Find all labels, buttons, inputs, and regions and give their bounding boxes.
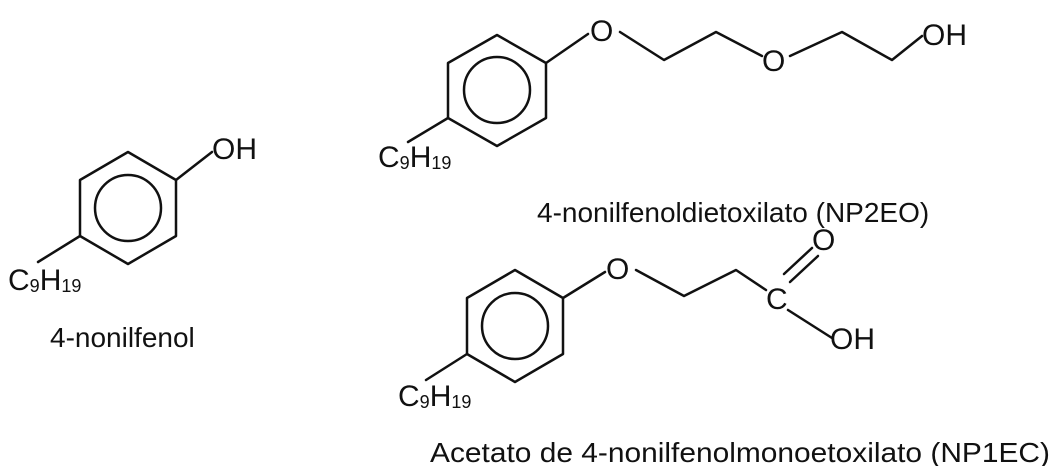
molecule-name: 4-nonilfenol (50, 322, 195, 353)
carbonyl-double-bond-b (782, 246, 814, 276)
molecule-np2eo: O O OH C9H19 4-nonilfenoldietoxilato (NP… (378, 15, 967, 228)
molecule-name: Acetato de 4-nonilfenolmonoetoxilato (NP… (430, 437, 1050, 466)
bond-ring-alkyl (406, 116, 450, 144)
ethoxy-chain-1 (618, 30, 764, 62)
alkyl-label: C9H19 (8, 264, 81, 297)
carboxyl-hydroxyl: OH (830, 323, 875, 356)
acetate-chain (634, 268, 768, 298)
ether-oxygen: O (606, 253, 629, 286)
ether-oxygen-2: O (762, 45, 785, 78)
aromatic-circle (480, 291, 550, 361)
carbonyl-double-bond-a (788, 254, 820, 284)
molecule-nonylphenol: OH C9H19 4-nonilfenol (8, 133, 257, 353)
ethoxy-chain-2 (788, 30, 924, 62)
alkyl-label: C9H19 (378, 141, 451, 174)
bond-c-oh (786, 308, 834, 340)
terminal-hydroxyl: OH (922, 19, 967, 52)
aromatic-circle (93, 173, 163, 243)
bond-ring-o (561, 270, 607, 300)
bond-ring-o1 (544, 32, 590, 65)
carbonyl-carbon: C (766, 283, 788, 316)
hydroxyl-label: OH (212, 133, 257, 166)
ether-oxygen-1: O (590, 15, 613, 48)
benzene-ring (446, 33, 548, 148)
bond-ring-oh (174, 150, 214, 182)
carbonyl-oxygen: O (812, 224, 835, 257)
alkyl-label: C9H19 (398, 380, 471, 413)
molecule-np1ec: O C O OH C9H19 Acetato de 4-nonilfenolmo… (398, 224, 1050, 466)
molecule-name: 4-nonilfenoldietoxilato (NP2EO) (537, 197, 929, 228)
bond-ring-alkyl (424, 352, 469, 382)
aromatic-circle (462, 55, 532, 125)
bond-ring-alkyl (36, 234, 82, 264)
